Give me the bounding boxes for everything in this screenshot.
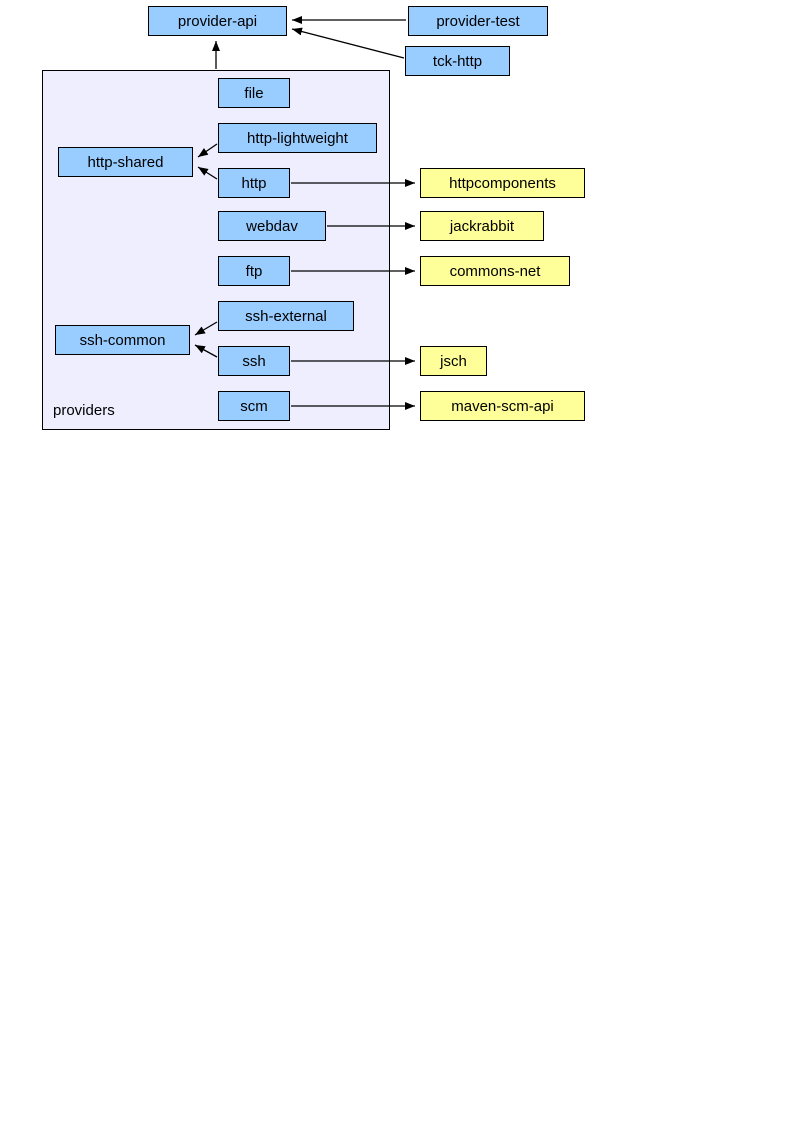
node-http: http (218, 168, 290, 198)
node-maven-scm-api: maven-scm-api (420, 391, 585, 421)
node-scm: scm (218, 391, 290, 421)
node-webdav: webdav (218, 211, 326, 241)
node-http-lightweight: http-lightweight (218, 123, 377, 153)
node-ssh: ssh (218, 346, 290, 376)
node-ssh-external: ssh-external (218, 301, 354, 331)
node-ftp: ftp (218, 256, 290, 286)
node-ssh-common: ssh-common (55, 325, 190, 355)
node-jackrabbit: jackrabbit (420, 211, 544, 241)
node-commons-net: commons-net (420, 256, 570, 286)
node-provider-test: provider-test (408, 6, 548, 36)
node-provider-api: provider-api (148, 6, 287, 36)
node-file: file (218, 78, 290, 108)
providers-group-label: providers (53, 402, 115, 419)
node-httpcomponents: httpcomponents (420, 168, 585, 198)
node-tck-http: tck-http (405, 46, 510, 76)
edge-tck-http-to-provider-api (291, 27, 405, 59)
node-http-shared: http-shared (58, 147, 193, 177)
node-jsch: jsch (420, 346, 487, 376)
